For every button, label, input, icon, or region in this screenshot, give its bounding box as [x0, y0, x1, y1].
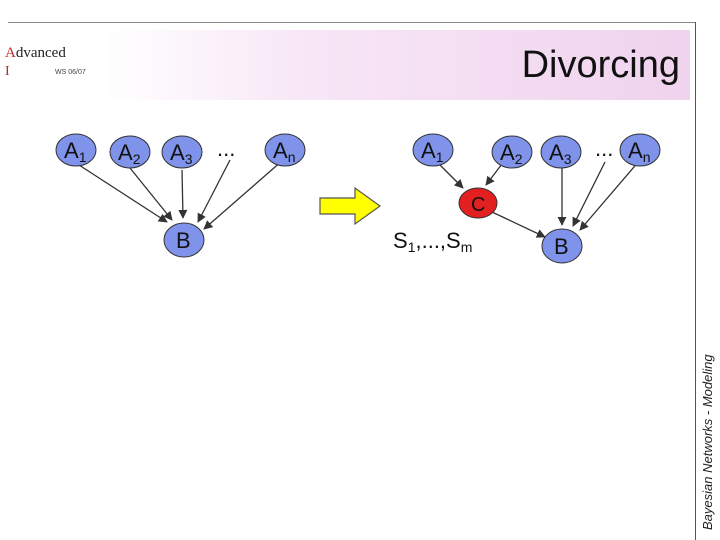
- edge-c-b: [491, 211, 546, 238]
- left-node-an: An: [264, 133, 306, 167]
- svg-text:B: B: [554, 234, 569, 259]
- logo-text: Advanced: [5, 45, 66, 61]
- edge-dots-b: [197, 159, 231, 223]
- left-node-dots: ...: [217, 136, 235, 161]
- left-node-b: B: [163, 222, 205, 258]
- logo-roman: I: [5, 64, 10, 79]
- left-node-a3: A3: [161, 135, 203, 169]
- edge-an-b: [579, 159, 641, 231]
- svg-text:An: An: [273, 138, 295, 165]
- right-edges: [439, 159, 641, 238]
- svg-text:A3: A3: [170, 140, 193, 167]
- right-node-dots: ...: [595, 136, 613, 161]
- slide-frame-right: [695, 22, 696, 540]
- right-node-an: An: [619, 133, 661, 167]
- transform-arrow: [319, 186, 382, 226]
- title-bar: Divorcing: [105, 30, 690, 100]
- svg-text:...: ...: [595, 136, 613, 161]
- svg-text:...: ...: [217, 136, 235, 161]
- right-node-a2: A2: [491, 135, 533, 169]
- footer-text: Bayesian Networks - Modeling: [700, 354, 715, 530]
- edge-dots-b: [572, 161, 606, 227]
- logo: Advanced I WS 06/07: [5, 45, 100, 85]
- right-node-b: B: [541, 228, 583, 264]
- svg-text:C: C: [471, 194, 485, 216]
- logo-semester: WS 06/07: [55, 69, 86, 76]
- slide-frame-top: [8, 22, 696, 23]
- left-edges: [78, 159, 284, 230]
- svg-text:B: B: [176, 228, 191, 253]
- svg-text:A1: A1: [421, 138, 444, 165]
- svg-text:An: An: [628, 138, 650, 165]
- svg-text:A3: A3: [549, 140, 572, 167]
- right-node-a1: A1: [412, 133, 454, 167]
- svg-text:A2: A2: [500, 140, 523, 167]
- edge-a3-b: [178, 169, 188, 219]
- edge-an-b: [203, 159, 284, 230]
- left-node-a1: A1: [55, 133, 97, 167]
- edge-a2-b: [129, 167, 173, 221]
- divorce-node-c: C: [458, 187, 498, 219]
- edge-a1-c: [439, 164, 464, 189]
- states-label: S1,...,Sm: [393, 228, 472, 255]
- edge-a1-b: [78, 164, 168, 223]
- right-node-a3: A3: [540, 135, 582, 169]
- svg-text:A2: A2: [118, 140, 141, 167]
- svg-text:A1: A1: [64, 138, 87, 165]
- page-title: Divorcing: [521, 44, 680, 86]
- left-node-a2: A2: [109, 135, 151, 169]
